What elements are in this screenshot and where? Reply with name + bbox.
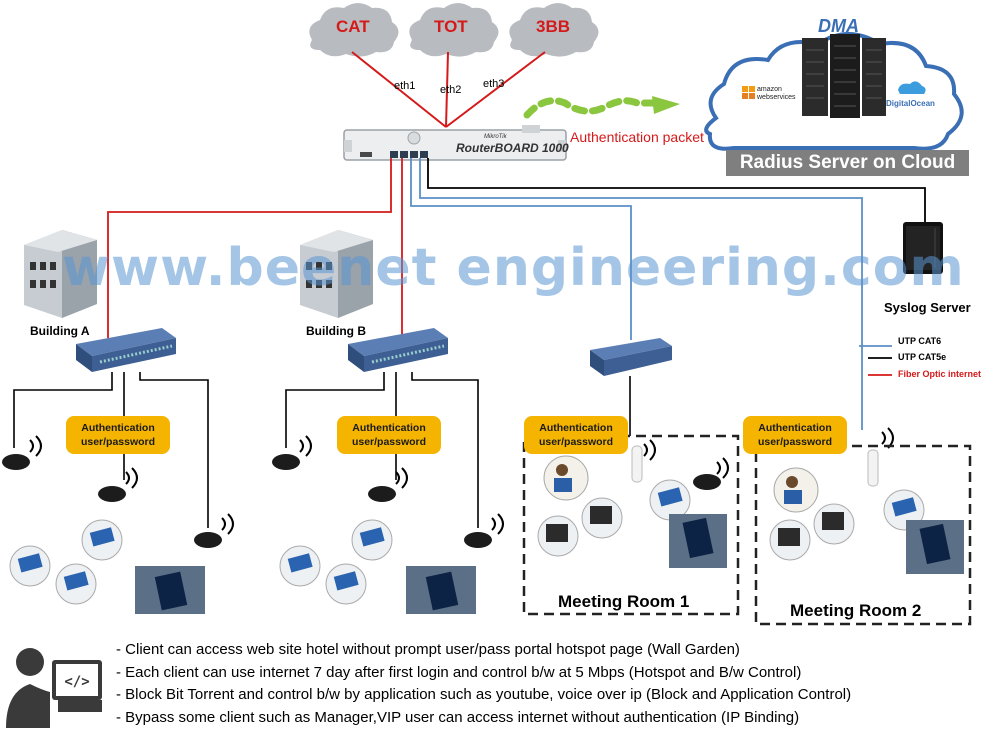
- tablet-images: [135, 514, 964, 614]
- meeting-room-2-box: [754, 444, 972, 626]
- building-b-icon: [300, 230, 373, 318]
- dma-logo: DMA: [818, 16, 859, 36]
- syslog-server: [903, 222, 943, 274]
- eth1-label: eth1: [394, 80, 416, 92]
- feature-item: - Each client can use internet 7 day aft…: [116, 663, 802, 681]
- fiber-uplinks: [351, 51, 546, 128]
- watermark-text: www.beenet engineering.com: [62, 238, 965, 298]
- isp-cloud-3bb: [509, 3, 599, 57]
- fiber-to-buildings: [107, 158, 403, 338]
- cat5e-syslog: [427, 158, 926, 359]
- cat6-cables: [410, 158, 892, 430]
- feature-item: - Bypass some client such as Manager,VIP…: [116, 708, 800, 726]
- feature-item: - Block Bit Torrent and control b/w by a…: [116, 686, 852, 703]
- feature-item: - Client can access web site hotel witho…: [116, 641, 740, 658]
- eth3-label: eth3: [483, 78, 505, 90]
- isp-label-3bb: 3BB: [536, 17, 571, 36]
- wifi-waves: [29, 427, 894, 535]
- desktop-pcs: [537, 497, 855, 561]
- amazon-label: amazon webservices: [757, 86, 796, 101]
- syslog-label: Syslog Server: [884, 300, 971, 315]
- radius-cloud: [704, 32, 964, 151]
- isp-label-tot: TOT: [434, 17, 468, 36]
- router-rb1000: [343, 125, 567, 161]
- switch-building-b: [348, 328, 448, 372]
- auth-packet-arrow: [523, 96, 680, 119]
- isp-cloud-tot: [409, 3, 499, 57]
- amazon-logo-icon: [742, 86, 755, 99]
- router-label: RouterBOARD 1000: [456, 141, 569, 155]
- switch-meeting-room: [590, 338, 672, 376]
- ceiling-ap: [631, 445, 879, 487]
- building-a-label: Building A: [30, 324, 90, 338]
- user-avatars: [543, 455, 819, 513]
- access-points: [2, 454, 721, 548]
- switch-building-a: [76, 328, 176, 372]
- svg-text:</>: </>: [64, 674, 89, 690]
- developer-icon: </>: [6, 648, 102, 728]
- building-b-label: Building B: [306, 324, 366, 338]
- isp-cloud-cat: [309, 3, 399, 57]
- router-brand: MikroTik: [484, 134, 507, 140]
- meeting-room-2-label: Meeting Room 2: [790, 601, 922, 620]
- feature-list: - Client can access web site hotel witho…: [116, 639, 851, 729]
- digitalocean-label: DigitalOcean: [886, 99, 935, 108]
- legend-cat5e: UTP CAT5e: [898, 352, 947, 362]
- meeting-room-1-box: [522, 434, 740, 616]
- eth2-label: eth2: [440, 84, 462, 96]
- radius-server-title: Radius Server on Cloud: [726, 150, 969, 176]
- building-a-icon: [24, 230, 97, 318]
- legend-cat6: UTP CAT6: [898, 336, 942, 346]
- auth-packet-label: Authentication packet: [570, 129, 704, 145]
- legend-fiber: Fiber Optic internet: [898, 369, 982, 379]
- digitalocean-logo-icon: [898, 81, 926, 94]
- isp-label-cat: CAT: [336, 17, 370, 36]
- laptops: [9, 479, 925, 605]
- meeting-room-1-label: Meeting Room 1: [558, 592, 690, 611]
